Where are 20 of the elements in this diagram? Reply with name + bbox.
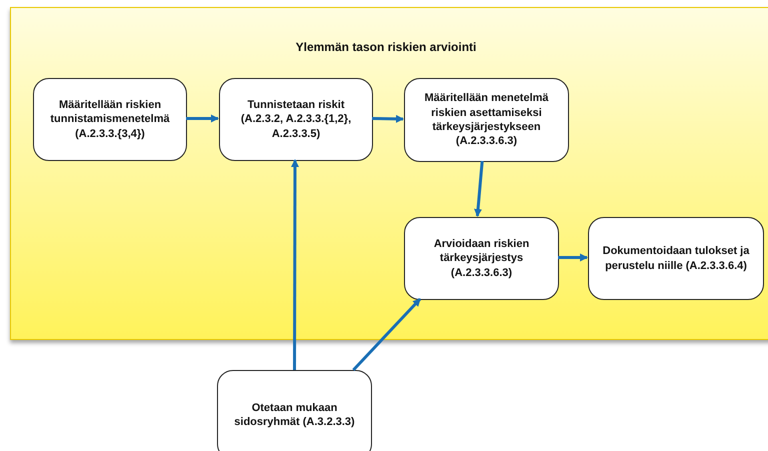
arrow <box>352 298 422 372</box>
step-text: Dokumentoidaan tulokset ja perustelu niille (A.2.3.3.6.4) <box>602 244 750 273</box>
step-text: Määritellään menetelmä riskien asettamiseksi tärkeysjärjestykseen (A.2.3.3.6.3) <box>423 91 550 149</box>
arrow <box>558 254 588 262</box>
arrow <box>372 114 404 123</box>
process-box <box>33 78 187 161</box>
step-text: Tunnistetaan riskit (A.2.3.2, A.2.3.3.{1,2}, A.2.3.3.5) <box>240 98 352 141</box>
process-box <box>219 78 373 161</box>
arrow <box>290 159 299 370</box>
step-text: Otetaan mukaan sidosryhmät (A.3.2.3.3) <box>233 401 356 430</box>
step-text: Arvioidaan riskien tärkeysjärjestys (A.2.3.3.6.3) <box>432 237 530 280</box>
process-box <box>404 217 559 300</box>
group-panel <box>10 7 768 340</box>
panel-title: Ylemmän tason riskien arviointi <box>294 40 478 54</box>
process-box <box>588 217 764 300</box>
arrow <box>186 114 219 122</box>
process-box <box>217 370 372 451</box>
step-text: Määritellään riskien tunnistamismenetelmä (A.2.3.3.{3,4}) <box>49 98 171 141</box>
process-box <box>404 78 569 162</box>
arrow <box>474 160 484 217</box>
